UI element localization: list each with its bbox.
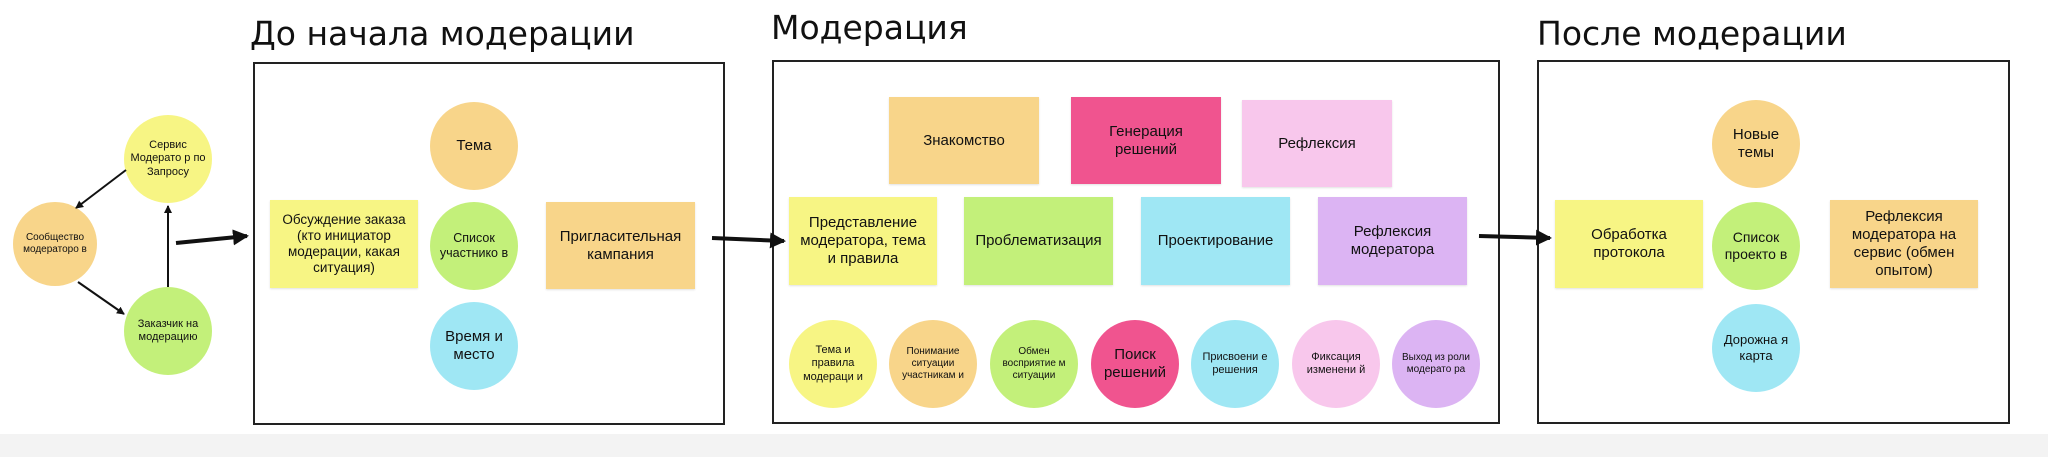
service-reflection-note: Рефлексия модератора на сервис (обмен оп… — [1830, 200, 1978, 288]
time-place-circle: Время и место — [430, 302, 518, 390]
moderator-reflection-note: Рефлексия модератора — [1318, 197, 1467, 285]
new-topics-circle: Новые темы — [1712, 100, 1800, 188]
participants-circle: Список участнико в — [430, 202, 518, 290]
exchange-circle: Обмен восприятие м ситуации — [990, 320, 1078, 408]
arrow-community-to-client — [77, 281, 125, 315]
exit-role-circle: Выход из роли модерато ра — [1392, 320, 1480, 408]
understanding-circle: Понимание ситуации участникам и — [889, 320, 977, 408]
heading-before: До начала модерации — [250, 14, 635, 53]
arrow-service-to-community — [75, 169, 127, 209]
order-discussion-note: Обсуждение заказа (кто инициатор модерац… — [270, 200, 418, 288]
protocol-note: Обработка протокола — [1555, 200, 1703, 288]
assign-circle: Присвоени е решения — [1191, 320, 1279, 408]
heading-moderation: Модерация — [771, 8, 968, 47]
acquaintance-note: Знакомство — [889, 97, 1039, 184]
topic-rules-circle: Тема и правила модераци и — [789, 320, 877, 408]
roadmap-circle: Дорожна я карта — [1712, 304, 1800, 392]
design-note: Проектирование — [1141, 197, 1290, 285]
arrow-to-before — [175, 229, 249, 246]
fixation-circle: Фиксация изменени й — [1292, 320, 1380, 408]
projects-circle: Список проекто в — [1712, 202, 1800, 290]
generation-note: Генерация решений — [1071, 97, 1221, 184]
bottom-strip — [0, 434, 2048, 457]
client-circle: Заказчик на модерацию — [124, 287, 212, 375]
heading-after: После модерации — [1537, 14, 1847, 53]
representation-note: Представление модератора, тема и правила — [789, 197, 937, 285]
community-circle: Сообщество модераторо в — [13, 202, 97, 286]
problematization-note: Проблематизация — [964, 197, 1113, 285]
search-circle: Поиск решений — [1091, 320, 1179, 408]
reflection-note: Рефлексия — [1242, 100, 1392, 187]
invitation-note: Пригласительная кампания — [546, 202, 695, 289]
topic-circle: Тема — [430, 102, 518, 190]
service-circle: Сервис Модерато р по Запросу — [124, 115, 212, 203]
